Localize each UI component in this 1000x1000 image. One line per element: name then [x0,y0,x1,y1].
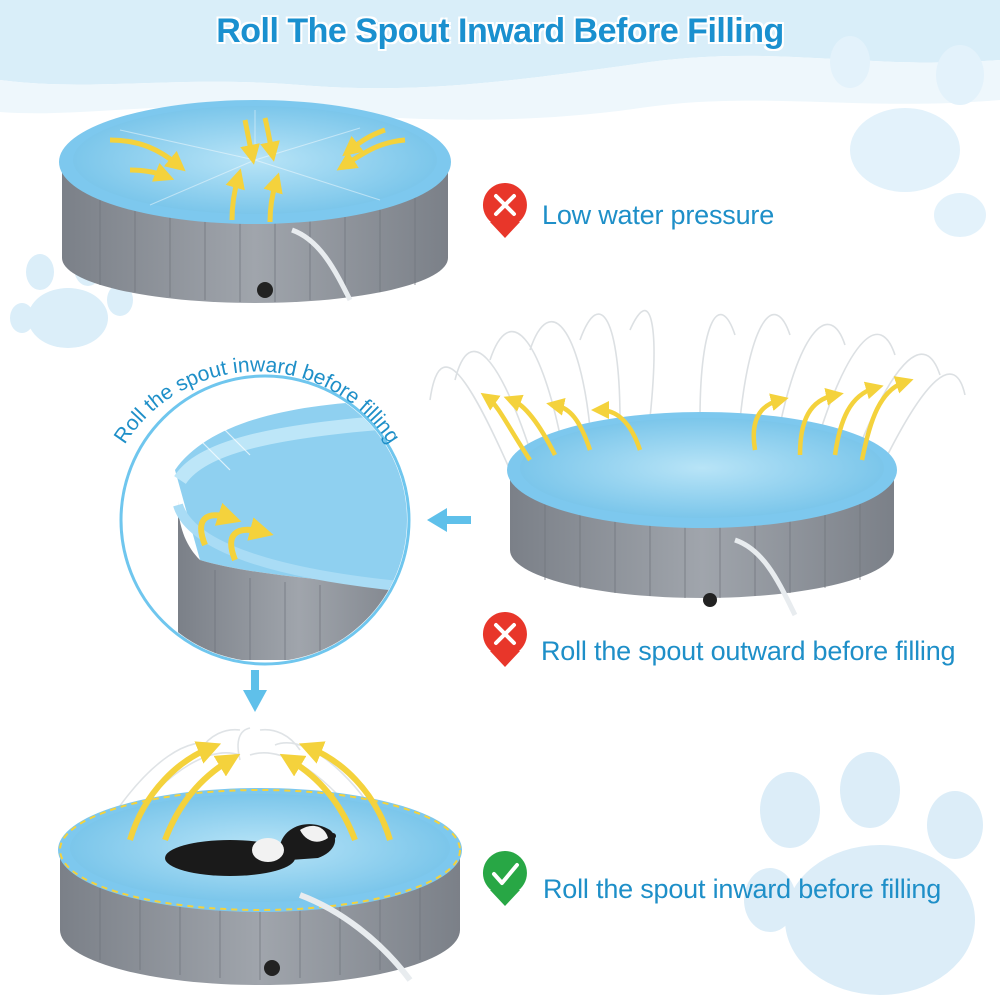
pool-spout-inward [58,727,462,985]
pool-spout-outward [429,309,966,617]
direction-arrow [243,508,471,712]
flow-arrow [127,741,393,842]
check-mark-icon [482,851,527,906]
header-wave [0,0,1000,89]
dog-swimming [165,824,336,876]
flow-arrow [109,117,406,223]
zoom-callout [119,374,411,666]
step-label-low-pressure: Low water pressure [542,200,775,230]
paw-print-icon [744,752,983,995]
flow-arrow [480,376,914,462]
step-label-inward: Roll the spout inward before filling [543,874,942,904]
pool-low-pressure [59,100,451,303]
step-label-outward: Roll the spout outward before filling [541,636,956,666]
flow-arrow [198,502,274,562]
cross-mark-icon [482,612,527,667]
cross-mark-icon [482,183,527,238]
page-title: Roll The Spout Inward Before Filling [216,12,784,50]
paw-print-icon [830,36,986,237]
